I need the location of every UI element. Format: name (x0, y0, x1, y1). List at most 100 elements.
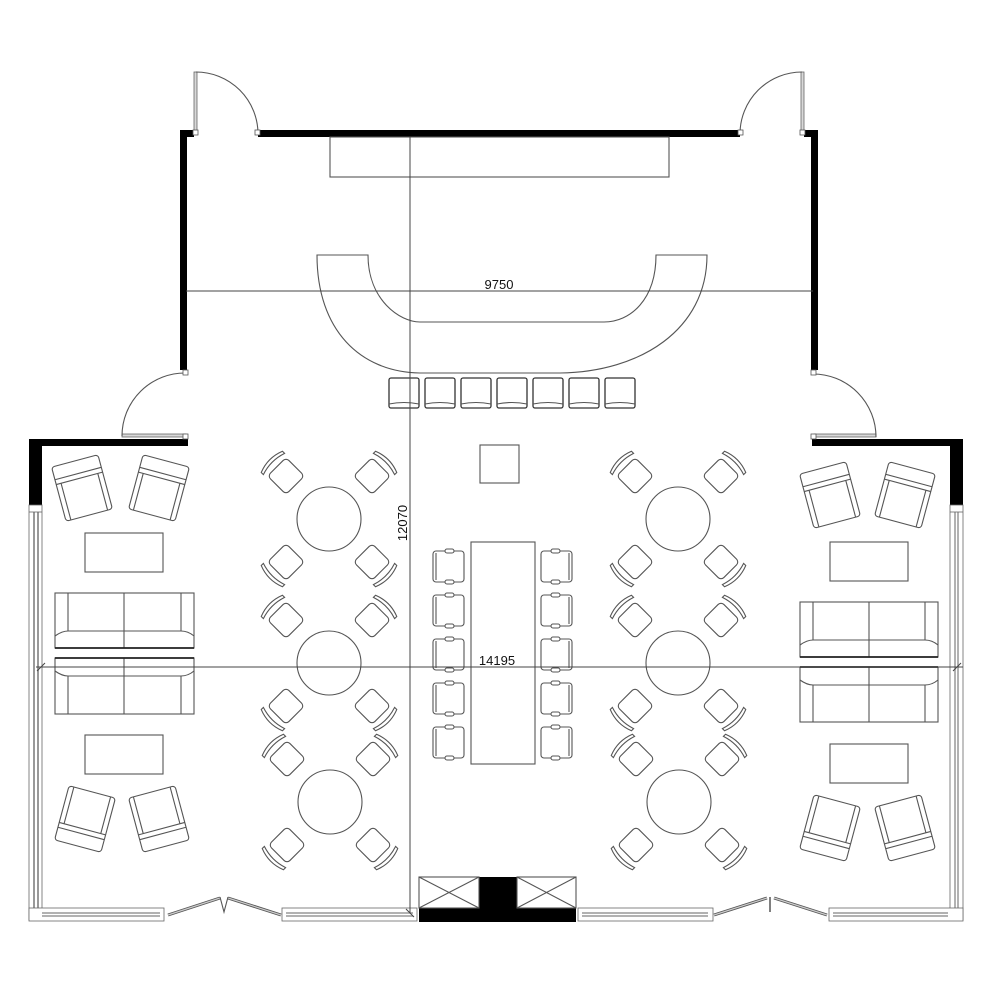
round-table (646, 769, 712, 835)
round-table-set (260, 450, 398, 588)
back-counter (329, 136, 670, 178)
right-corner-wall (950, 439, 963, 505)
top-right-door[interactable] (737, 71, 806, 136)
dining-chair (261, 827, 305, 871)
top-wall (258, 130, 740, 137)
left-mid-wall (29, 439, 188, 446)
armchair (54, 785, 116, 853)
armchair (799, 461, 861, 529)
round-table-set (609, 450, 747, 588)
meeting-area (432, 444, 573, 765)
left-corner-wall (29, 439, 42, 505)
dimension-9750: 9750 (186, 277, 813, 292)
meeting-chair (432, 548, 465, 585)
dimension-12070: 12070 (395, 137, 415, 918)
dimension-14195: 14195 (36, 653, 963, 672)
walls (29, 130, 963, 922)
dimension-label-9750: 9750 (485, 277, 514, 292)
dining-chair (703, 450, 747, 494)
dining-chair (260, 544, 304, 588)
upper-right-wall (811, 130, 818, 370)
coffee-table (84, 734, 164, 775)
meeting-chairs (432, 548, 573, 761)
curved-bar-counter (316, 254, 708, 374)
bottom-glazing-left (28, 907, 418, 922)
dining-chair (704, 827, 748, 871)
round-table (645, 630, 711, 696)
round-table-set (261, 733, 399, 871)
sofa (54, 592, 195, 649)
bar-area (316, 136, 708, 409)
side-table (479, 444, 520, 484)
round-table (296, 630, 362, 696)
armchair (128, 454, 190, 522)
meeting-chair (540, 548, 573, 585)
round-table-set (610, 733, 748, 871)
meeting-table (470, 541, 536, 765)
round-table-set (260, 594, 398, 732)
bottom-service-units (418, 876, 577, 909)
left-glazing-frame (28, 504, 43, 921)
meeting-chair (540, 636, 573, 673)
armchair (799, 794, 861, 862)
left-lounge (51, 454, 195, 853)
dimensions: 9750 12070 14195 (36, 137, 963, 918)
bar-stool (604, 377, 636, 409)
dining-chair (354, 688, 398, 732)
dining-chair (354, 450, 398, 494)
dining-chair (355, 827, 399, 871)
round-table-set (609, 594, 747, 732)
bar-stool (532, 377, 564, 409)
armchair (874, 461, 936, 529)
coffee-table (829, 541, 909, 582)
bottom-left-folding-door[interactable] (167, 896, 282, 917)
round-table (296, 486, 362, 552)
dining-chair (610, 733, 654, 777)
dining-chair (609, 544, 653, 588)
bottom-right-folding-door[interactable] (713, 896, 828, 917)
dining-chair (609, 688, 653, 732)
doors (121, 71, 877, 917)
meeting-chair (432, 724, 465, 761)
dining-chair (260, 594, 304, 638)
dining-chair (610, 827, 654, 871)
round-table (297, 769, 363, 835)
dining-chair (704, 733, 748, 777)
dining-chair (354, 544, 398, 588)
bar-stool (568, 377, 600, 409)
meeting-chair (432, 592, 465, 629)
bottom-glazing-right (577, 907, 964, 922)
right-side-door[interactable] (810, 369, 877, 440)
glazing (28, 504, 964, 922)
armchair (128, 785, 190, 853)
dining-chair (355, 733, 399, 777)
meeting-chair (432, 680, 465, 717)
dining-chair (261, 733, 305, 777)
bar-stool (424, 377, 456, 409)
dining-chair (609, 594, 653, 638)
top-left-door[interactable] (192, 71, 261, 136)
dining-chair (260, 688, 304, 732)
dining-chair (703, 688, 747, 732)
bottom-center-wall (419, 908, 576, 922)
sofa (799, 601, 939, 658)
sofa (54, 657, 195, 715)
sofa (799, 666, 939, 723)
dining-chair (354, 594, 398, 638)
coffee-table (84, 532, 164, 573)
right-lounge (799, 461, 939, 862)
coffee-table (829, 743, 909, 784)
round-table (645, 486, 711, 552)
armchair (874, 794, 936, 862)
meeting-chair (540, 592, 573, 629)
dining-chair (609, 450, 653, 494)
meeting-chair (540, 724, 573, 761)
bar-stool (496, 377, 528, 409)
dining-area (260, 450, 748, 871)
dining-chair (703, 594, 747, 638)
dimension-label-14195: 14195 (479, 653, 515, 668)
bar-stool (388, 377, 420, 409)
right-glazing-frame (949, 504, 964, 921)
left-side-door[interactable] (121, 369, 189, 440)
bottom-column (479, 877, 517, 910)
